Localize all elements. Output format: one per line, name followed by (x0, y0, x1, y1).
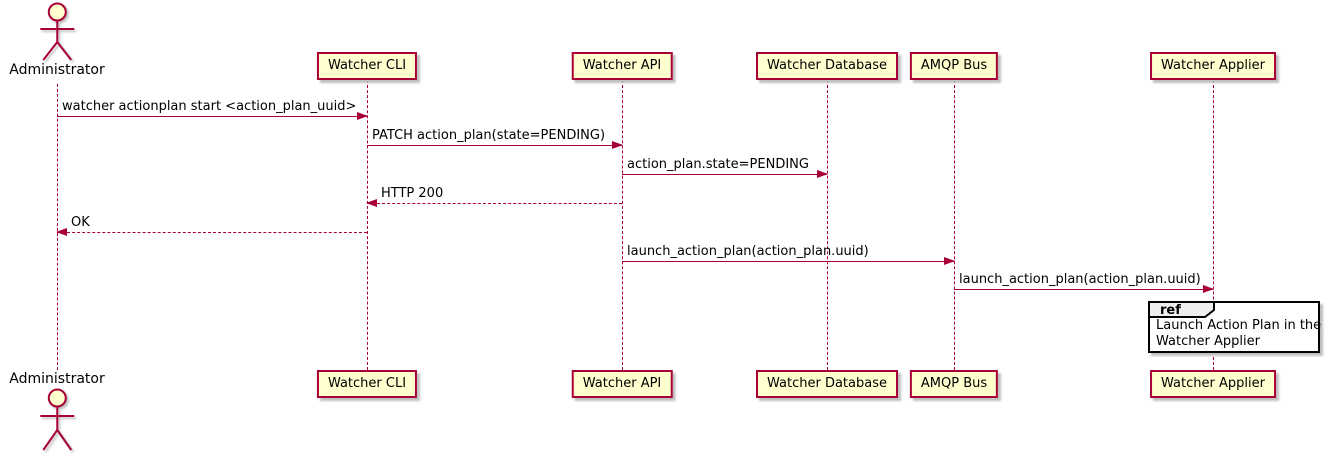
ref-keyword: ref (1160, 303, 1181, 318)
ref-text-line2: Watcher Applier (1156, 334, 1260, 349)
lifeline-watcher-applier (1213, 80, 1214, 370)
message-label: HTTP 200 (381, 186, 444, 201)
message-http-200: HTTP 200 (366, 186, 622, 207)
participant-watcher-api-bottom: Watcher API (571, 370, 673, 398)
ref-fragment: ref Launch Action Plan in the Watcher Ap… (1148, 301, 1321, 353)
participant-watcher-api-top: Watcher API (571, 52, 673, 80)
actor-label: Administrator (9, 371, 105, 387)
arrowhead-right-icon (944, 257, 955, 265)
message-label: launch_action_plan(action_plan.uuid) (959, 272, 1201, 287)
message-arrow (622, 170, 828, 178)
participant-watcher-applier-bottom: Watcher Applier (1150, 370, 1276, 398)
message-label: OK (71, 215, 90, 230)
message-start-actionplan: watcher actionplan start <action_plan_uu… (57, 99, 368, 120)
message-label: watcher actionplan start <action_plan_uu… (62, 99, 357, 114)
arrowhead-right-icon (357, 112, 368, 120)
message-ok: OK (56, 215, 367, 236)
arrowhead-right-icon (1203, 285, 1214, 293)
actor-label: Administrator (9, 62, 105, 78)
message-arrow (56, 228, 367, 236)
message-arrow (57, 112, 368, 120)
participant-watcher-database-top: Watcher Database (756, 52, 898, 80)
arrowhead-right-icon (817, 170, 828, 178)
lifeline-watcher-api (622, 80, 623, 370)
participant-watcher-applier-top: Watcher Applier (1150, 52, 1276, 80)
participant-watcher-cli-bottom: Watcher CLI (316, 370, 418, 398)
arrowhead-left-icon (56, 228, 67, 236)
ref-text: Launch Action Plan in the Watcher Applie… (1156, 318, 1321, 350)
participant-amqp-bus-bottom: AMQP Bus (909, 370, 999, 398)
actor-icon (9, 387, 104, 455)
lifeline-watcher-database (827, 80, 828, 370)
actor-administrator-bottom: Administrator (9, 371, 105, 455)
lifeline-amqp-bus (954, 80, 955, 370)
message-label: action_plan.state=PENDING (627, 157, 809, 172)
message-state-pending: action_plan.state=PENDING (622, 157, 828, 178)
arrowhead-left-icon (366, 199, 377, 207)
actor-administrator-top: Administrator (9, 2, 105, 78)
participant-amqp-bus-top: AMQP Bus (909, 52, 999, 80)
actor-icon (9, 2, 104, 62)
message-arrow (367, 141, 623, 149)
ref-text-line1: Launch Action Plan in the (1156, 318, 1322, 333)
message-arrow (954, 285, 1214, 293)
message-patch-action-plan: PATCH action_plan(state=PENDING) (367, 128, 623, 149)
ref-tab-icon (1148, 301, 1216, 322)
message-launch-action-plan-amqp: launch_action_plan(action_plan.uuid) (622, 244, 955, 265)
message-label: PATCH action_plan(state=PENDING) (372, 128, 606, 143)
arrowhead-right-icon (612, 141, 623, 149)
lifeline-watcher-cli (367, 80, 368, 370)
lifeline-administrator (57, 84, 58, 370)
message-arrow (622, 257, 955, 265)
participant-watcher-database-bottom: Watcher Database (756, 370, 898, 398)
message-launch-action-plan-applier: launch_action_plan(action_plan.uuid) (954, 272, 1214, 293)
participant-watcher-cli-top: Watcher CLI (316, 52, 418, 80)
message-label: launch_action_plan(action_plan.uuid) (627, 244, 869, 259)
message-arrow (366, 199, 622, 207)
